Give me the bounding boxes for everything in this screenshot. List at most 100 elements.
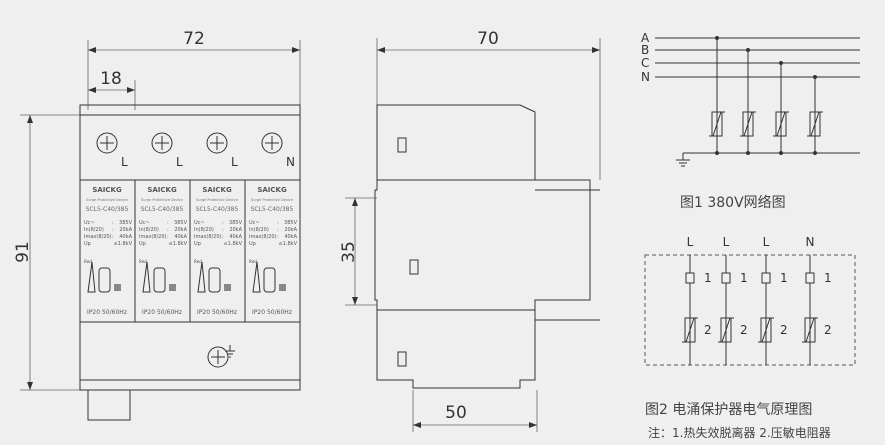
spec-sep: : xyxy=(222,227,224,233)
module-footer: IP20 50/60Hz xyxy=(252,309,292,316)
varistor-num: 2 xyxy=(824,323,832,337)
figure2-caption: 图2 电涌保护器电气原理图 xyxy=(645,402,812,418)
spec-value: 40kA xyxy=(174,234,187,240)
line-label: A xyxy=(641,31,650,45)
spec-name: Imax(8/20) xyxy=(84,234,112,240)
spec-name: Uc~ xyxy=(249,220,260,226)
figure1-caption: 图1 380V网络图 xyxy=(680,195,786,211)
indicator-window xyxy=(87,261,96,293)
model-label: SCL5-C40/385 xyxy=(196,206,239,213)
module: SAICKG Surge Protective DeviceSCL5-C40/38… xyxy=(84,186,133,316)
terminal-screw: L xyxy=(206,132,238,169)
spec-sep: : xyxy=(112,227,114,233)
spec-name: In(8/20) xyxy=(194,227,214,233)
phase-label: L xyxy=(723,235,730,249)
varistor-num: 2 xyxy=(780,323,788,337)
spec-value: 385V xyxy=(174,220,188,226)
spec-value: 385V xyxy=(229,220,243,226)
spec-name: Up xyxy=(139,241,146,247)
phase-label: N xyxy=(806,235,815,249)
dim-width: 72 xyxy=(183,29,205,49)
ground-icon xyxy=(676,153,690,167)
brand-label: SAICKG xyxy=(92,186,122,194)
spec-value: 40kA xyxy=(284,234,297,240)
spec-value: 40kA xyxy=(119,234,132,240)
spec-name: Up xyxy=(84,241,91,247)
indicator-window xyxy=(252,261,261,293)
module-footer: IP20 50/60Hz xyxy=(142,309,182,316)
varistor-icon xyxy=(760,317,772,343)
model-label: SCL5-C40/385 xyxy=(86,206,129,213)
subtitle: Surge Protective Device xyxy=(251,198,293,202)
figure2-note: 注：1.热失效脱离器 2.压敏电阻器 xyxy=(648,425,831,440)
status-window xyxy=(263,267,276,293)
spec-sep: : xyxy=(277,234,279,240)
line-label: N xyxy=(641,70,650,84)
brand-label: SAICKG xyxy=(202,186,232,194)
terminal-label: N xyxy=(286,155,295,169)
spec-sep: : xyxy=(167,220,169,226)
disconnector-num: 1 xyxy=(780,271,788,285)
varistor-num: 2 xyxy=(740,323,748,337)
module-footer: IP20 50/60Hz xyxy=(87,309,127,316)
disconnector-num: 1 xyxy=(704,271,712,285)
terminal-label: L xyxy=(231,155,238,169)
phase-label: L xyxy=(763,235,770,249)
model-label: SCL5-C40/385 xyxy=(251,206,294,213)
line-label: C xyxy=(641,56,649,70)
spec-sep: : xyxy=(277,220,279,226)
spec-value: 385V xyxy=(284,220,298,226)
terminal-label: L xyxy=(176,155,183,169)
spec-name: Imax(8/20) xyxy=(194,234,222,240)
varistor-icon xyxy=(711,111,723,137)
ce-mark xyxy=(279,284,286,291)
varistor-icon xyxy=(804,317,816,343)
varistor-icon xyxy=(720,317,732,343)
spec-value: 20kA xyxy=(119,227,132,233)
brand-label: SAICKG xyxy=(257,186,287,194)
spec-name: Uc~ xyxy=(194,220,205,226)
spec-value: ≤1.8kV xyxy=(169,241,188,247)
indicator-label: Red xyxy=(139,259,147,264)
spec-sep: : xyxy=(277,227,279,233)
varistor-icon xyxy=(742,111,754,137)
spec-value: ≤1.8kV xyxy=(114,241,133,247)
varistor-num: 2 xyxy=(704,323,712,337)
spec-value: 20kA xyxy=(174,227,187,233)
status-window xyxy=(208,267,221,293)
indicator-label: Red xyxy=(249,259,257,264)
disconnector-icon xyxy=(685,272,695,284)
dim-module: 18 xyxy=(100,69,122,89)
varistor-icon xyxy=(809,111,821,137)
spec-name: In(8/20) xyxy=(84,227,104,233)
spec-sep: : xyxy=(222,220,224,226)
module: SAICKG Surge Protective DeviceSCL5-C40/38… xyxy=(244,180,298,322)
spec-value: 20kA xyxy=(284,227,297,233)
status-window xyxy=(153,267,166,293)
dim-height: 91 xyxy=(13,241,33,263)
dim-depth: 70 xyxy=(477,29,499,49)
subtitle: Surge Protective Device xyxy=(141,198,183,202)
spec-name: Up xyxy=(249,241,256,247)
dim-rail: 35 xyxy=(339,241,359,263)
varistor-icon xyxy=(775,111,787,137)
spec-name: Imax(8/20) xyxy=(249,234,277,240)
terminal-screw: L xyxy=(151,132,183,169)
subtitle: Surge Protective Device xyxy=(86,198,128,202)
spec-value: 20kA xyxy=(229,227,242,233)
spec-name: In(8/20) xyxy=(139,227,159,233)
spec-name: Uc~ xyxy=(84,220,95,226)
ce-mark xyxy=(114,284,121,291)
front-dimensions: 72 18 91 xyxy=(13,29,301,391)
ground-terminal xyxy=(207,345,235,368)
line-label: B xyxy=(641,43,649,57)
terminal-screw: N xyxy=(261,132,295,169)
spec-sep: : xyxy=(167,227,169,233)
spec-sep: : xyxy=(112,220,114,226)
spec-value: ≤1.8kV xyxy=(224,241,243,247)
